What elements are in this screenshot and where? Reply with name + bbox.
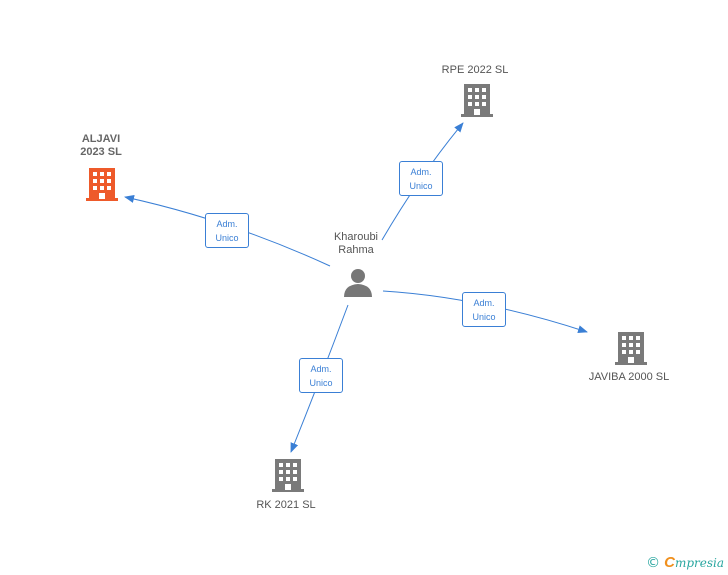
edge-label-role: Adm. — [410, 167, 432, 177]
edge-label-rpe: Adm. Unico — [399, 161, 443, 196]
edge-label-aljavi: Adm. Unico — [205, 213, 249, 248]
company-name: 2023 SL — [80, 146, 122, 158]
edge-label-role: Adm. — [310, 364, 332, 374]
building-icon[interactable] — [272, 459, 304, 492]
company-name: RK 2021 SL — [256, 499, 316, 511]
edge-label-role: Adm. — [473, 298, 495, 308]
edge-label-role: Unico — [472, 312, 496, 322]
building-icon[interactable] — [615, 332, 647, 365]
person-icon[interactable] — [344, 269, 372, 297]
building-icon[interactable] — [461, 84, 493, 117]
company-name: RPE 2022 SL — [441, 64, 509, 76]
edge-label-javiba: Adm. Unico — [462, 292, 506, 327]
brand-logo-text: mpresia — [674, 556, 724, 570]
company-name: ALJAVI — [81, 133, 121, 145]
brand-logo-letter: C — [664, 554, 675, 571]
footer-brand: ©Cmpresia — [646, 554, 724, 571]
edge-label-rk: Adm. Unico — [299, 358, 343, 393]
edge-label-role: Adm. — [216, 219, 238, 229]
company-node-rk[interactable]: RK 2021 SL — [236, 499, 336, 512]
copyright-icon: © — [646, 555, 661, 571]
person-name: Kharoubi — [333, 231, 379, 243]
building-icon[interactable] — [86, 168, 118, 201]
company-node-rpe[interactable]: RPE 2022 SL — [420, 64, 530, 77]
edge-label-role: Unico — [215, 233, 239, 243]
person-node[interactable]: Kharoubi Rahma — [316, 231, 396, 257]
company-name: JAVIBA 2000 SL — [588, 371, 670, 383]
company-node-aljavi[interactable]: ALJAVI 2023 SL — [56, 133, 146, 159]
person-name: Rahma — [338, 244, 374, 256]
edge-label-role: Unico — [309, 378, 333, 388]
edge-label-role: Unico — [409, 181, 433, 191]
company-node-javiba[interactable]: JAVIBA 2000 SL — [574, 371, 684, 384]
